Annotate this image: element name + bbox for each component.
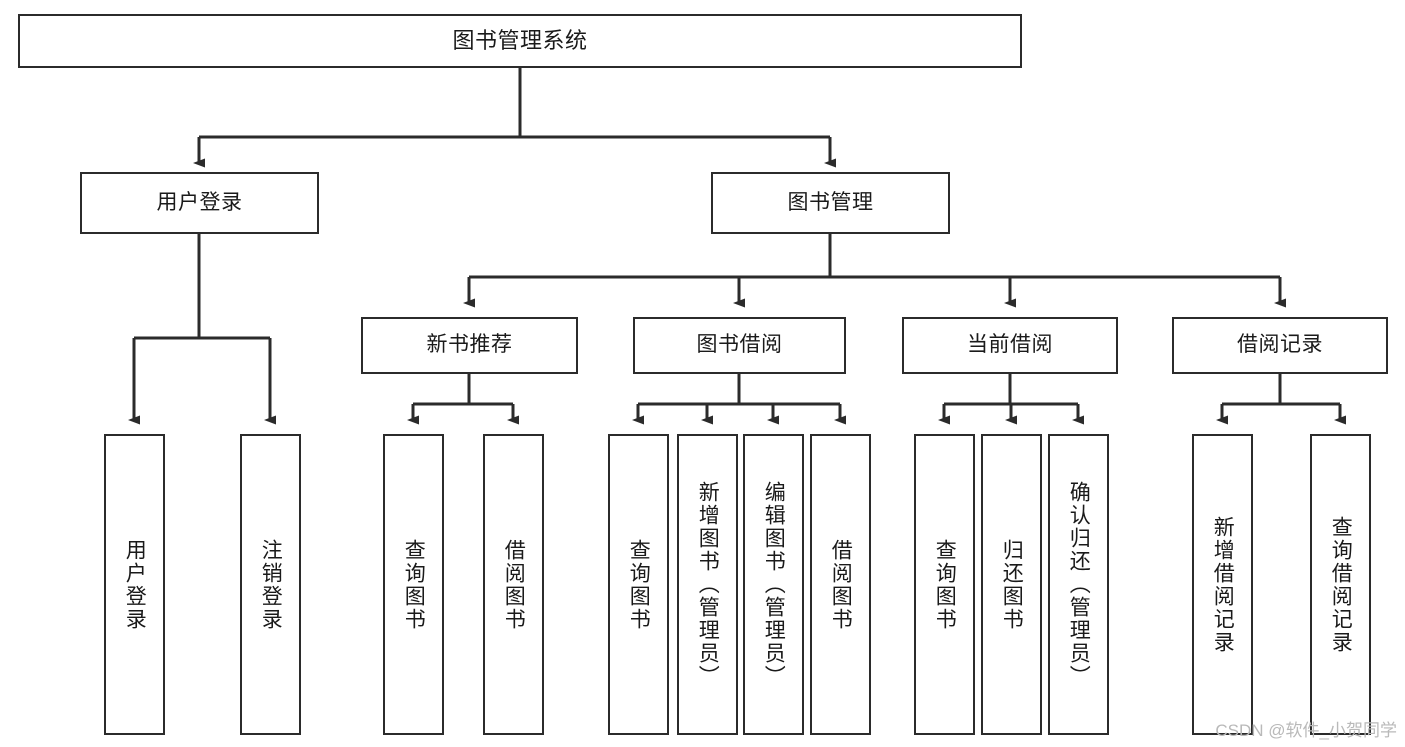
node-root-system[interactable]: 图书管理系统 — [18, 14, 1022, 68]
node-book-manage[interactable]: 图书管理 — [711, 172, 950, 234]
node-book-manage-label: 图书管理 — [787, 190, 874, 214]
node-borrow-record-label: 借阅记录 — [1237, 333, 1323, 357]
node-borrow-record[interactable]: 借阅记录 — [1172, 317, 1388, 374]
node-leaf-add-record-label: 新增借阅记录 — [1211, 515, 1235, 654]
node-leaf-logout-label: 注销登录 — [259, 538, 283, 631]
node-book-borrow-label: 图书借阅 — [696, 333, 783, 357]
node-current-borrow-label: 当前借阅 — [967, 333, 1053, 357]
node-leaf-query-book-3-label: 查询图书 — [933, 538, 957, 631]
node-user-login[interactable]: 用户登录 — [80, 172, 319, 234]
node-leaf-borrow-book-2-label: 借阅图书 — [829, 538, 853, 631]
node-leaf-confirm-return-label: 确认归还（管理员） — [1067, 481, 1091, 688]
node-new-book-recommend[interactable]: 新书推荐 — [361, 317, 578, 374]
node-leaf-borrow-book-1-label: 借阅图书 — [502, 538, 526, 631]
watermark-text: CSDN @软件_小贺同学 — [1215, 721, 1397, 740]
node-root-label: 图书管理系统 — [452, 27, 588, 53]
node-new-book-recommend-label: 新书推荐 — [426, 333, 513, 357]
node-leaf-query-record-label: 查询借阅记录 — [1329, 515, 1353, 654]
node-leaf-query-book-1[interactable]: 查询图书 — [383, 434, 444, 735]
node-leaf-confirm-return[interactable]: 确认归还（管理员） — [1048, 434, 1109, 735]
node-leaf-borrow-book-2[interactable]: 借阅图书 — [810, 434, 871, 735]
node-leaf-borrow-book-1[interactable]: 借阅图书 — [483, 434, 544, 735]
node-leaf-query-book-3[interactable]: 查询图书 — [914, 434, 975, 735]
node-leaf-logout[interactable]: 注销登录 — [240, 434, 301, 735]
node-leaf-return-book-label: 归还图书 — [1000, 538, 1024, 631]
node-leaf-user-login[interactable]: 用户登录 — [104, 434, 165, 735]
node-leaf-user-login-label: 用户登录 — [123, 538, 147, 631]
node-leaf-edit-book-label: 编辑图书（管理员） — [762, 481, 786, 688]
node-book-borrow[interactable]: 图书借阅 — [633, 317, 846, 374]
node-current-borrow[interactable]: 当前借阅 — [902, 317, 1118, 374]
node-leaf-query-book-2-label: 查询图书 — [627, 538, 651, 631]
node-leaf-add-book[interactable]: 新增图书（管理员） — [677, 434, 738, 735]
node-leaf-return-book[interactable]: 归还图书 — [981, 434, 1042, 735]
node-leaf-edit-book[interactable]: 编辑图书（管理员） — [743, 434, 804, 735]
node-user-login-label: 用户登录 — [156, 190, 243, 214]
node-leaf-add-book-label: 新增图书（管理员） — [696, 481, 720, 688]
node-leaf-add-record[interactable]: 新增借阅记录 — [1192, 434, 1253, 735]
node-leaf-query-book-2[interactable]: 查询图书 — [608, 434, 669, 735]
node-leaf-query-book-1-label: 查询图书 — [402, 538, 426, 631]
node-leaf-query-record[interactable]: 查询借阅记录 — [1310, 434, 1371, 735]
